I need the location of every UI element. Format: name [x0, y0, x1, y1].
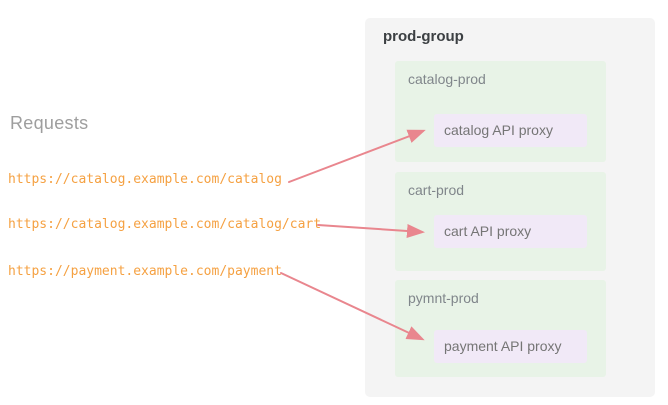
proxy-box-catalog: catalog API proxy — [434, 114, 587, 147]
requests-heading: Requests — [10, 113, 89, 133]
proxy-box-payment: payment API proxy — [434, 330, 587, 363]
env-box-pymnt-prod: pymnt-prod payment API proxy — [395, 280, 606, 377]
request-url-catalog-cart: https://catalog.example.com/catalog/cart — [8, 217, 322, 232]
prod-group-title: prod-group — [383, 28, 464, 45]
request-url-payment: https://payment.example.com/payment — [8, 264, 282, 279]
prod-group-container: prod-group catalog-prod catalog API prox… — [365, 18, 655, 397]
env-box-cart-prod: cart-prod cart API proxy — [395, 172, 606, 271]
request-url-catalog: https://catalog.example.com/catalog — [8, 172, 282, 187]
env-box-catalog-prod: catalog-prod catalog API proxy — [395, 61, 606, 162]
env-label-catalog-prod: catalog-prod — [408, 71, 486, 87]
env-label-pymnt-prod: pymnt-prod — [408, 290, 479, 306]
proxy-box-cart: cart API proxy — [434, 215, 587, 248]
env-label-cart-prod: cart-prod — [408, 182, 465, 198]
